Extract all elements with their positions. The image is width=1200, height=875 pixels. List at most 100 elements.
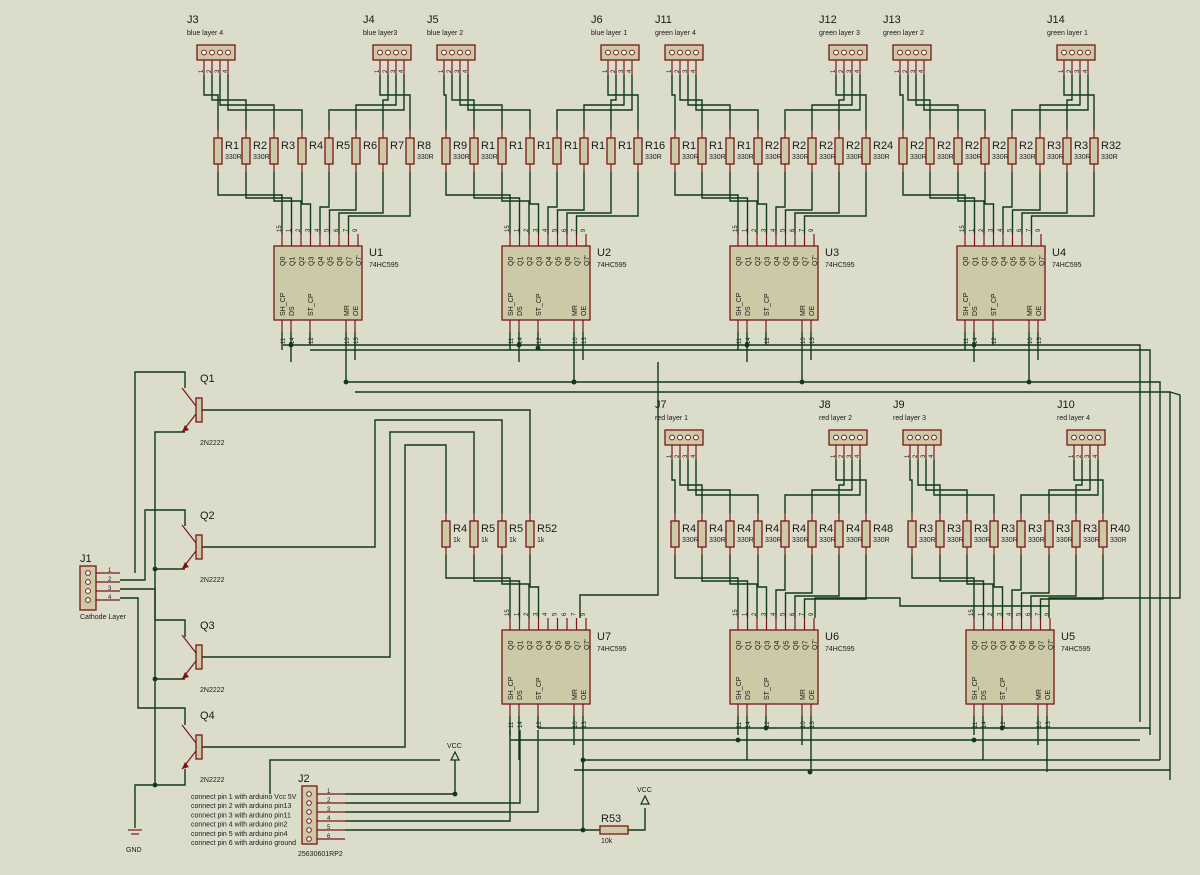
connector-pin-number: 2 bbox=[383, 69, 389, 73]
ic-pin-number: 12 bbox=[765, 721, 771, 728]
connector-label: green layer 3 bbox=[819, 30, 860, 37]
resistor-body bbox=[497, 137, 507, 165]
ic-pin-label: Q7' bbox=[356, 255, 363, 266]
ic-pin-label: OE bbox=[809, 306, 816, 316]
ic-pin-number: 4 bbox=[771, 228, 777, 232]
junction-dot bbox=[571, 379, 577, 385]
resistor-body bbox=[599, 825, 629, 835]
ic-pin-number: 5 bbox=[553, 228, 559, 232]
wire bbox=[729, 555, 758, 618]
ic-pin-label: Q6 bbox=[565, 641, 572, 650]
connector-pin bbox=[201, 49, 207, 56]
wire bbox=[1020, 555, 1050, 618]
connector-pin bbox=[306, 809, 312, 815]
connector-pin-number: 5 bbox=[327, 825, 331, 831]
wire bbox=[203, 75, 219, 130]
ic-body bbox=[501, 245, 591, 321]
ic-pin-number: 3 bbox=[762, 228, 768, 232]
resistor-body bbox=[725, 520, 735, 548]
ic-pin-number: 5 bbox=[781, 228, 787, 232]
resistor-value: 330R bbox=[453, 154, 470, 161]
connector-pin bbox=[693, 49, 699, 56]
ic-pin-label: DS bbox=[289, 306, 296, 316]
wire bbox=[729, 172, 758, 234]
resistor-reference: R2 bbox=[253, 140, 267, 152]
wire bbox=[319, 172, 330, 234]
resistor-reference: R1 bbox=[537, 140, 551, 152]
connector-pin-number: 3 bbox=[108, 586, 112, 592]
ic-pin-label: Q7 bbox=[803, 641, 810, 650]
ic-pin-label: MR bbox=[572, 305, 579, 316]
resistor-reference: R2 bbox=[1019, 140, 1033, 152]
ic-pin-number: 1 bbox=[515, 228, 521, 232]
resistor-reference: R1 bbox=[225, 140, 239, 152]
ic-chip: Q015Q11Q22Q33Q44Q55Q66Q77Q7'9SH_CP11DS14… bbox=[965, 609, 1091, 728]
ic-pin-label: Q4 bbox=[774, 257, 781, 266]
connector-pin bbox=[685, 434, 691, 441]
connector-pin bbox=[85, 570, 91, 576]
resistor-value: 330R bbox=[737, 537, 754, 544]
connector-reference: J7 bbox=[655, 399, 667, 411]
connector-pin bbox=[1071, 434, 1077, 441]
wire bbox=[701, 172, 749, 234]
ic-pin-number: 5 bbox=[1017, 612, 1023, 616]
connector-pin bbox=[1077, 49, 1083, 56]
connection-note: connect pin 3 with arduino pin11 bbox=[191, 812, 291, 819]
wire bbox=[467, 75, 531, 130]
connector-pin-number: 3 bbox=[1075, 69, 1081, 73]
vcc-label: VCC bbox=[447, 743, 462, 750]
resistor-value: 330R bbox=[919, 537, 936, 544]
connector-pin bbox=[209, 49, 215, 56]
wire bbox=[120, 597, 186, 725]
wires bbox=[120, 75, 1181, 833]
wire bbox=[200, 444, 447, 748]
ic-pin-number: 11 bbox=[737, 721, 743, 728]
ic-pin-label: Q3 bbox=[765, 641, 772, 650]
ground-symbol: GND bbox=[126, 829, 142, 854]
ic-reference: U2 bbox=[597, 247, 611, 259]
connector-pin-number: 3 bbox=[683, 69, 689, 73]
ic-pin-number: 7 bbox=[800, 228, 806, 232]
ic-pin-label: OE bbox=[1036, 306, 1043, 316]
transistor-part-number: 2N2222 bbox=[200, 687, 225, 694]
connector-reference: J8 bbox=[819, 399, 831, 411]
gnd-label: GND bbox=[126, 847, 142, 854]
resistor-value: 330R bbox=[792, 154, 809, 161]
ic-pin-label: Q7 bbox=[575, 257, 582, 266]
ic-pin-number: 13 bbox=[1037, 337, 1043, 344]
ic-pin-label: Q6 bbox=[337, 257, 344, 266]
connector-pin-number: 4 bbox=[223, 69, 229, 73]
ic-pin-number: 7 bbox=[1027, 228, 1033, 232]
connector-label: blue layer 4 bbox=[187, 30, 223, 37]
wire bbox=[347, 172, 411, 234]
connector-body bbox=[828, 44, 868, 61]
wire bbox=[803, 555, 867, 618]
connector-pin bbox=[1069, 49, 1075, 56]
connector-label: blue layer 1 bbox=[591, 30, 627, 37]
resistor-body bbox=[1007, 137, 1017, 165]
resistor-body bbox=[324, 137, 334, 165]
ic-pin-label: ST_CP bbox=[308, 293, 315, 316]
ic-pin-number: 7 bbox=[800, 612, 806, 616]
wire bbox=[674, 555, 739, 618]
ic-pin-label: Q7' bbox=[584, 255, 591, 266]
ic-part-number: 74HC595 bbox=[825, 646, 855, 653]
connector-pin bbox=[915, 434, 921, 441]
connector-pin-number: 3 bbox=[911, 69, 917, 73]
resistor-body bbox=[962, 520, 972, 548]
connector-label: blue layer 2 bbox=[427, 30, 463, 37]
ic-pin-number: 1 bbox=[515, 612, 521, 616]
resistor-body bbox=[697, 137, 707, 165]
connector-pin bbox=[897, 49, 903, 56]
resistor-value: 1k bbox=[453, 537, 461, 544]
wire bbox=[579, 362, 659, 618]
wire bbox=[219, 75, 275, 130]
junction-dot bbox=[452, 791, 458, 797]
